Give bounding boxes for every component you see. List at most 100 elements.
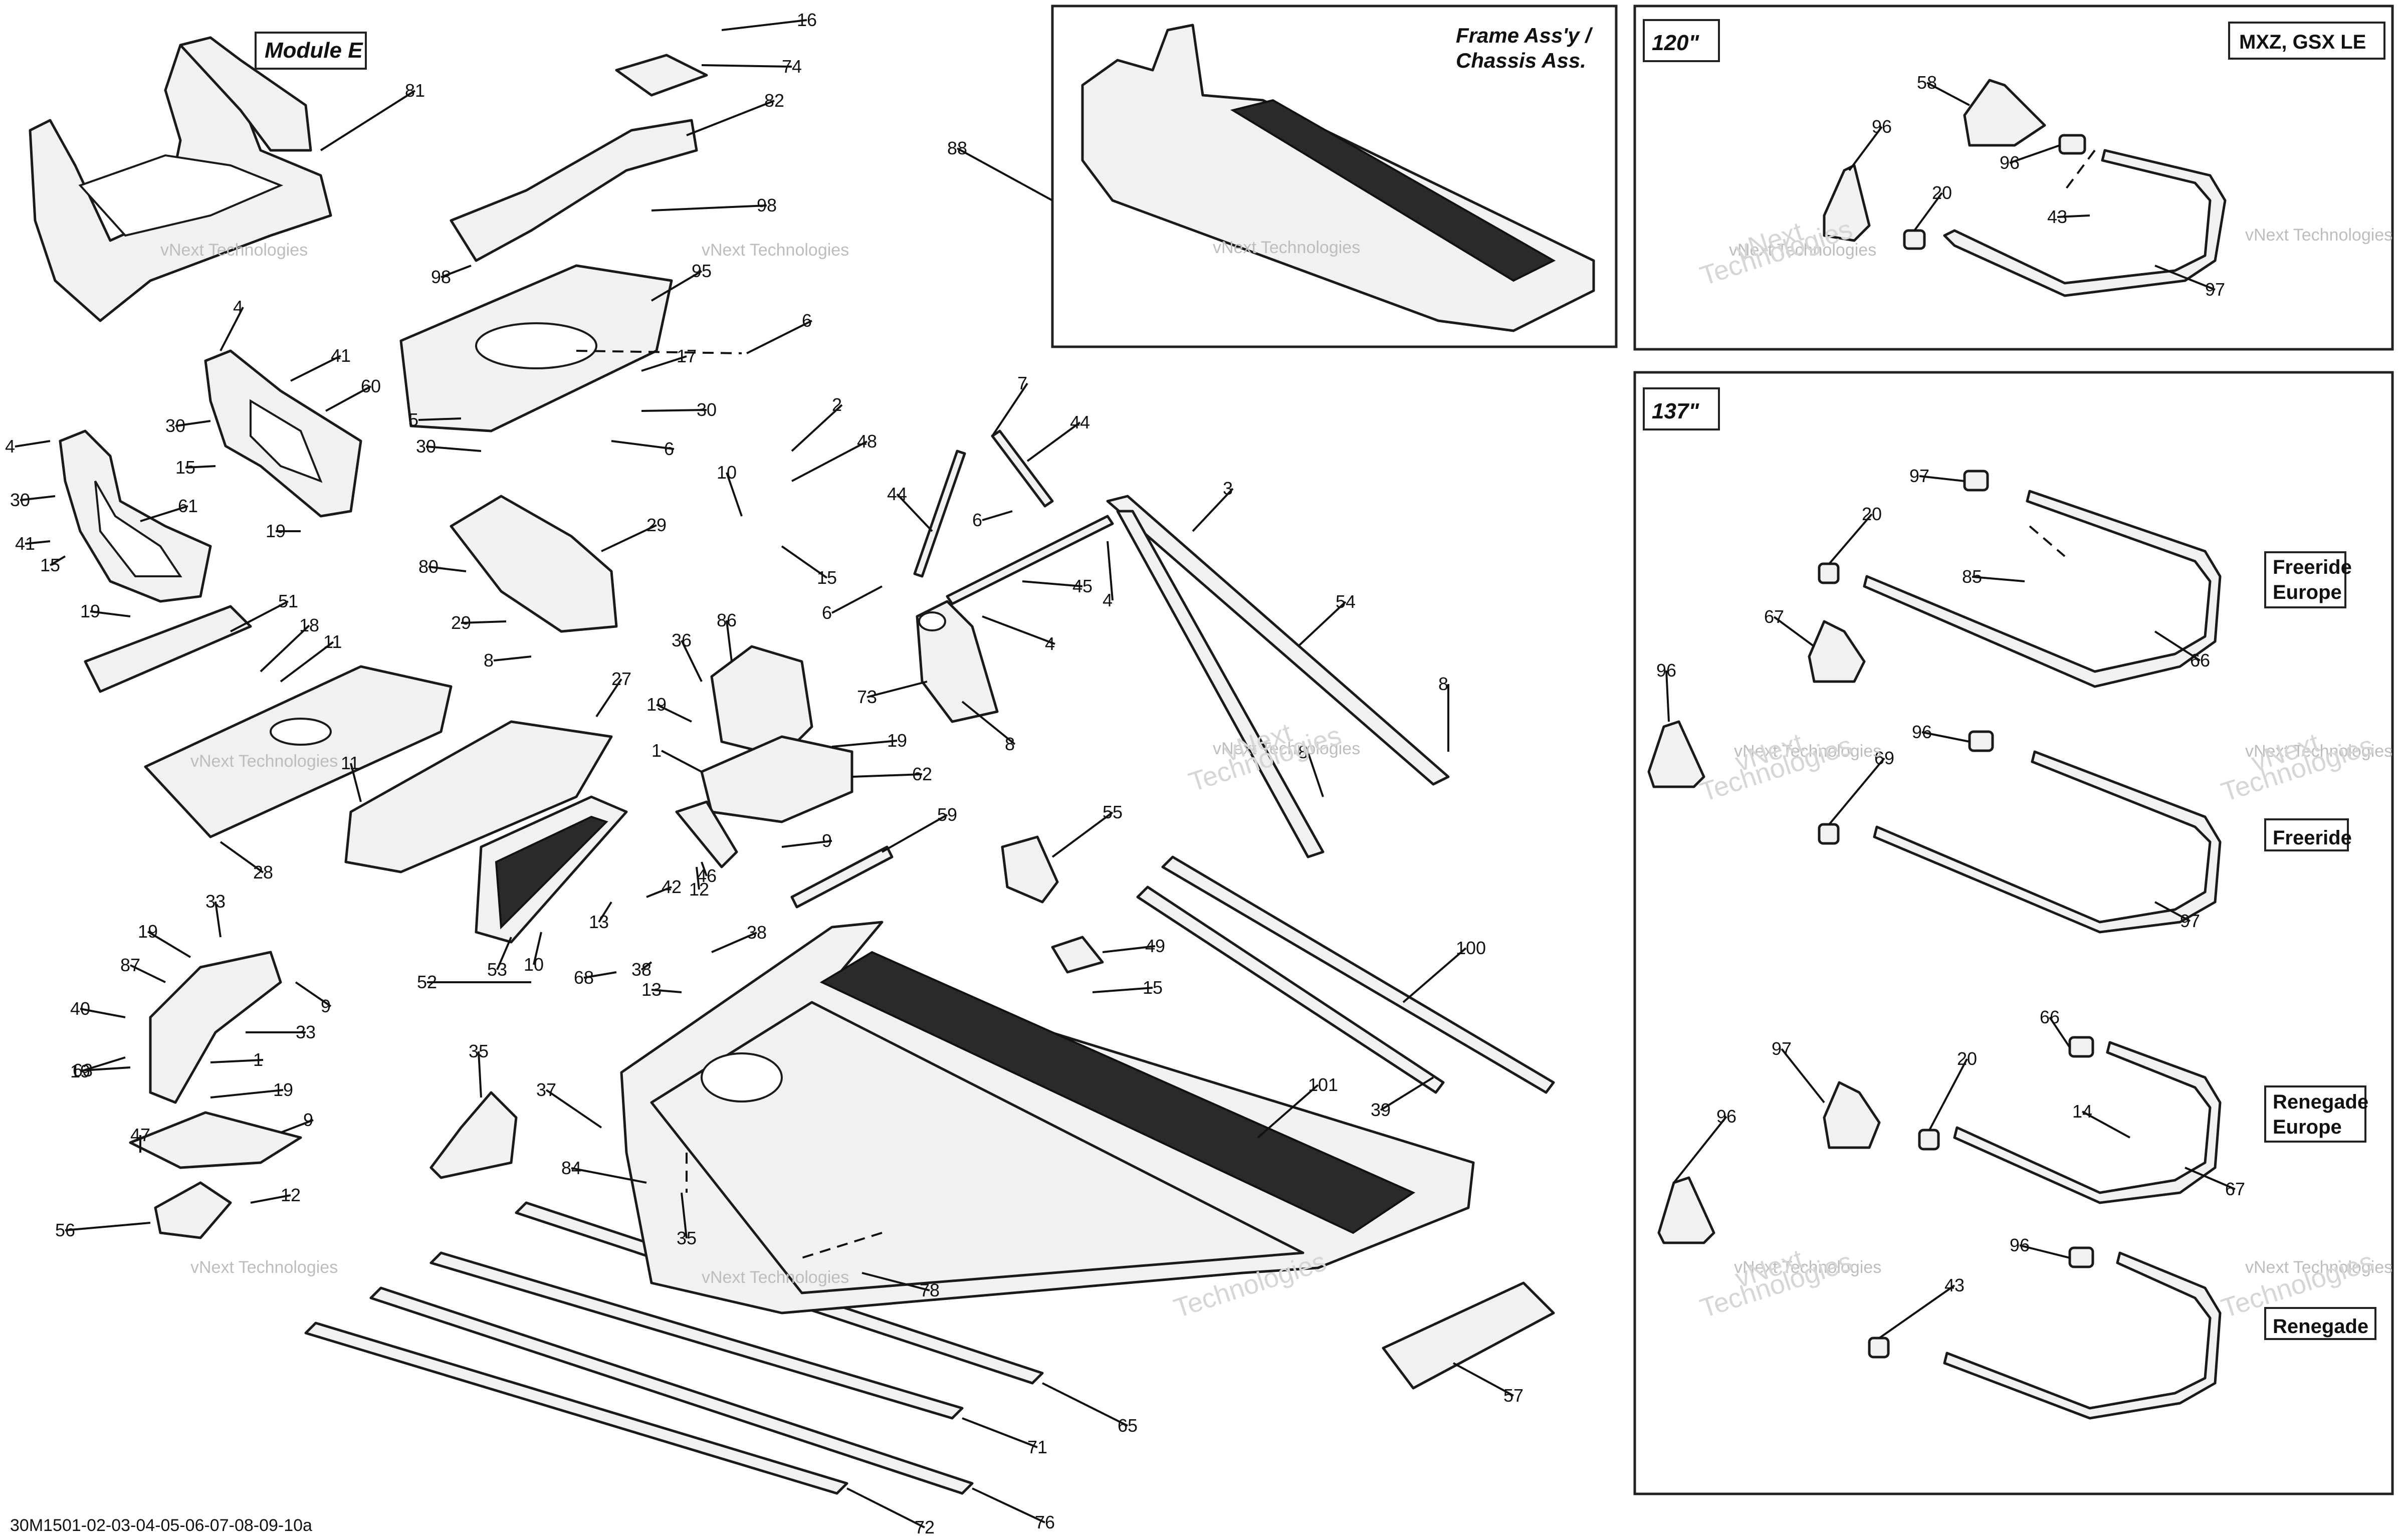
callout-98: 98: [757, 195, 777, 215]
leader-line: [1773, 616, 1815, 647]
callout-96: 96: [2000, 152, 2020, 173]
callout-8: 8: [1438, 674, 1448, 694]
leader-line: [651, 989, 682, 993]
crossmember-27: [344, 720, 613, 873]
plate-63: [129, 1111, 302, 1169]
rail-slider-65: [429, 1251, 964, 1420]
panel-120-models: MXZ, GSX LE: [2239, 31, 2366, 53]
panel-120-tag: [1643, 19, 1720, 62]
leader-line: [545, 1089, 602, 1129]
callout-56: 56: [55, 1220, 75, 1240]
watermark-5: vNext Technologies: [702, 1268, 849, 1287]
leader-line: [991, 382, 1028, 437]
panel-137-title: 137": [1652, 399, 1699, 423]
callout-20: 20: [1932, 182, 1952, 203]
leader-line: [640, 961, 652, 971]
callout-36: 36: [672, 630, 692, 650]
callout-96: 96: [1872, 116, 1892, 137]
callout-44: 44: [887, 484, 907, 504]
clip-97b: [1818, 562, 1840, 584]
bracket-73: [916, 600, 999, 723]
callout-15: 15: [175, 457, 195, 478]
leader-line: [846, 1487, 925, 1528]
bracket-46: [675, 800, 738, 868]
callout-59: 59: [937, 804, 957, 825]
frame-assembly-88-tunnel: [1230, 99, 1556, 282]
leader-line: [147, 931, 191, 958]
leader-line: [831, 585, 883, 614]
callout-4: 4: [233, 297, 243, 317]
callout-95: 95: [692, 261, 712, 281]
callout-9: 9: [321, 996, 331, 1016]
frame-assembly-title-line1: Frame Ass'y /: [1456, 24, 1593, 47]
leader-line: [1307, 752, 1324, 797]
leader-line: [2082, 1111, 2130, 1139]
frame-assembly-88: [1081, 24, 1595, 332]
callout-52: 52: [417, 972, 437, 992]
callout-96: 96: [1912, 722, 1932, 742]
leader-line: [496, 937, 512, 970]
leader-lines: [15, 19, 2236, 1528]
leader-line: [866, 681, 928, 698]
heat-exchanger-53-fins: [495, 815, 608, 930]
callout-15: 15: [40, 555, 60, 575]
tunnel-84-top: [819, 951, 1416, 1234]
callout-29: 29: [451, 612, 471, 633]
callout-61: 61: [178, 496, 198, 516]
callout-19: 19: [266, 521, 286, 541]
callout-98: 98: [431, 267, 451, 287]
leader-line: [781, 545, 828, 579]
frame-assembly-title-line2: Chassis Ass.: [1456, 49, 1586, 72]
leader-line: [20, 495, 56, 501]
callout-28: 28: [253, 862, 273, 883]
watermark-10: vNext Technologies: [1734, 742, 1881, 761]
leader-line: [962, 1417, 1038, 1448]
callout-38: 38: [631, 959, 651, 980]
callout-14: 14: [2072, 1101, 2092, 1122]
clip-96c: [1968, 730, 1994, 752]
leader-line: [2185, 1167, 2236, 1190]
callout-39: 39: [1371, 1099, 1391, 1120]
leader-line: [65, 1222, 151, 1231]
panel-137-border: [1633, 371, 2394, 1495]
callout-67: 67: [2225, 1179, 2245, 1199]
callout-88: 88: [947, 138, 967, 158]
panel-120-title: 120": [1652, 31, 1699, 55]
bumper-43-137: [1943, 1251, 2222, 1420]
leader-line: [686, 100, 775, 136]
callout-19: 19: [887, 730, 907, 751]
leader-line: [1848, 126, 1883, 171]
leader-line: [220, 307, 244, 351]
leader-line: [957, 147, 1053, 201]
leader-line: [461, 620, 507, 624]
callout-69: 69: [1874, 748, 1894, 768]
frame-assembly-inset-border: [1051, 5, 1618, 348]
leader-line: [611, 440, 675, 450]
leader-line: [2019, 1244, 2070, 1259]
variant-freeride-europe-line1: Freeride: [2273, 556, 2352, 578]
leader-line: [1913, 192, 1943, 232]
callout-10: 10: [717, 462, 737, 483]
bracket-55: [1001, 835, 1059, 904]
variant-tag-freeride: [2264, 818, 2349, 851]
leader-line: [982, 615, 1055, 645]
leader-line: [130, 964, 166, 983]
callout-86: 86: [717, 610, 737, 630]
bracket-74: [615, 54, 708, 97]
bracket-57-120: [1963, 79, 2046, 147]
callout-60: 60: [361, 376, 381, 396]
strut-44b: [991, 429, 1054, 508]
document-id: 30M1501-02-03-04-05-06-07-08-09-10a: [10, 1516, 312, 1535]
leader-line: [280, 1119, 314, 1134]
leader-line: [746, 320, 812, 354]
callout-53: 53: [487, 959, 507, 980]
callout-78: 78: [920, 1280, 940, 1300]
callout-47: 47: [130, 1125, 150, 1145]
callout-17: 17: [677, 346, 697, 366]
bumper-69: [1873, 750, 2222, 934]
variant-freeride-europe-line2: Europe: [2273, 581, 2342, 603]
callout-96: 96: [2010, 1235, 2030, 1255]
callout-27: 27: [611, 669, 631, 689]
leader-line: [601, 524, 657, 552]
callout-38: 38: [747, 922, 767, 943]
